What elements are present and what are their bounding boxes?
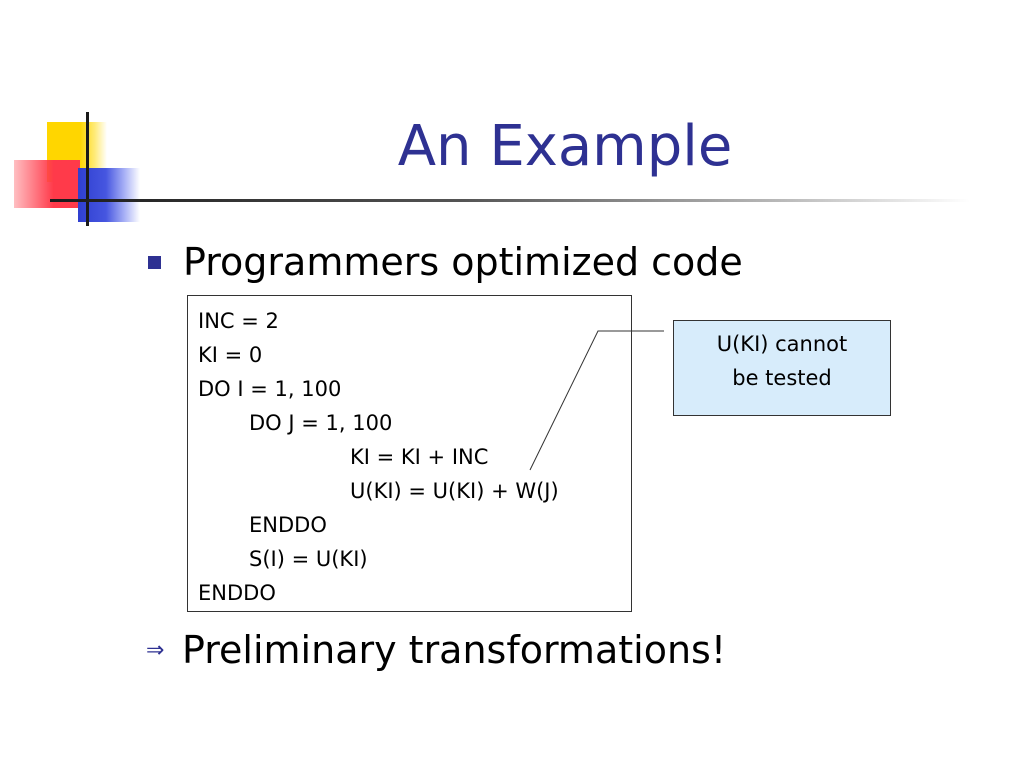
callout-box: U(KI) cannot be tested	[673, 320, 891, 416]
code-line: INC = 2	[198, 309, 279, 333]
bullet-text: Programmers optimized code	[183, 240, 743, 284]
bullet-text: Preliminary transformations!	[182, 628, 727, 672]
bullet-item: ⇒ Preliminary transformations!	[146, 624, 726, 676]
callout-line: be tested	[732, 366, 832, 390]
decor-vertical-rule	[86, 112, 89, 226]
code-line: DO J = 1, 100	[249, 411, 393, 435]
code-line: ENDDO	[198, 581, 276, 605]
code-line: KI = KI + INC	[350, 445, 489, 469]
callout-line: U(KI) cannot	[716, 332, 848, 356]
bullet-item: Programmers optimized code	[146, 236, 743, 288]
square-bullet-icon	[148, 255, 161, 269]
title-underline-rule	[50, 199, 970, 202]
slide-title: An Example	[397, 114, 733, 179]
code-line: U(KI) = U(KI) + W(J)	[350, 479, 559, 503]
code-line: ENDDO	[249, 513, 327, 537]
implies-arrow-icon: ⇒	[146, 637, 165, 663]
code-line: KI = 0	[198, 343, 263, 367]
code-line: DO I = 1, 100	[198, 377, 342, 401]
code-line: S(I) = U(KI)	[249, 547, 368, 571]
